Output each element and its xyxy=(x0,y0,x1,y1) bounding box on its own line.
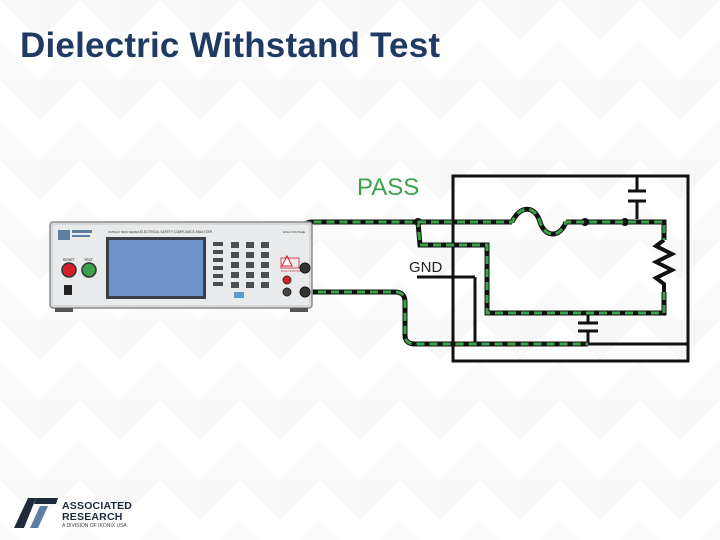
power-switch xyxy=(64,285,72,295)
hv-terminal xyxy=(282,275,292,285)
reset-button xyxy=(61,262,77,278)
instrument-panel: ELECTRICAL SAFETY COMPLIANCE ANALYZER OM… xyxy=(49,221,313,312)
hv-panel-title: HIGH VOLTAGE xyxy=(283,230,305,234)
return-wire xyxy=(415,221,667,316)
return-output-terminal xyxy=(299,286,311,298)
logo-text-line1: ASSOCIATED xyxy=(62,500,133,512)
pass-path-highlight xyxy=(416,207,666,315)
resistor-icon xyxy=(651,238,677,292)
test-button xyxy=(81,262,97,278)
circuit-box xyxy=(451,174,690,363)
gnd-label: GND xyxy=(409,259,443,276)
keypad xyxy=(213,242,269,298)
hv-output-terminal xyxy=(299,262,311,274)
logo-subtitle: A DIVISION OF IKONIX USA xyxy=(62,523,127,529)
logo-text-line2: RESEARCH xyxy=(62,511,123,523)
page-title: Dielectric Withstand Test xyxy=(20,26,441,65)
instrument-logo-icon xyxy=(58,230,92,240)
instrument-model-text: OMNIA II 8200 SERIES xyxy=(108,230,140,234)
warning-icon xyxy=(280,254,300,269)
warning-text: HIGH VOLTAGE xyxy=(281,269,303,273)
return-lead-wire xyxy=(305,289,588,347)
capacitor-icon xyxy=(628,176,646,219)
hv-lead-wire xyxy=(302,219,418,268)
capacitor-bottom-icon xyxy=(578,313,598,344)
instrument-header-text: ELECTRICAL SAFETY COMPLIANCE ANALYZER xyxy=(140,230,213,234)
reset-label: RESET xyxy=(63,258,76,262)
test-label: TEST xyxy=(84,258,94,262)
ar-logo-icon xyxy=(14,498,58,528)
return-terminal xyxy=(282,287,292,297)
pass-label: PASS xyxy=(357,174,419,201)
company-logo: ASSOCIATED RESEARCH A DIVISION OF IKONIX… xyxy=(10,492,140,532)
